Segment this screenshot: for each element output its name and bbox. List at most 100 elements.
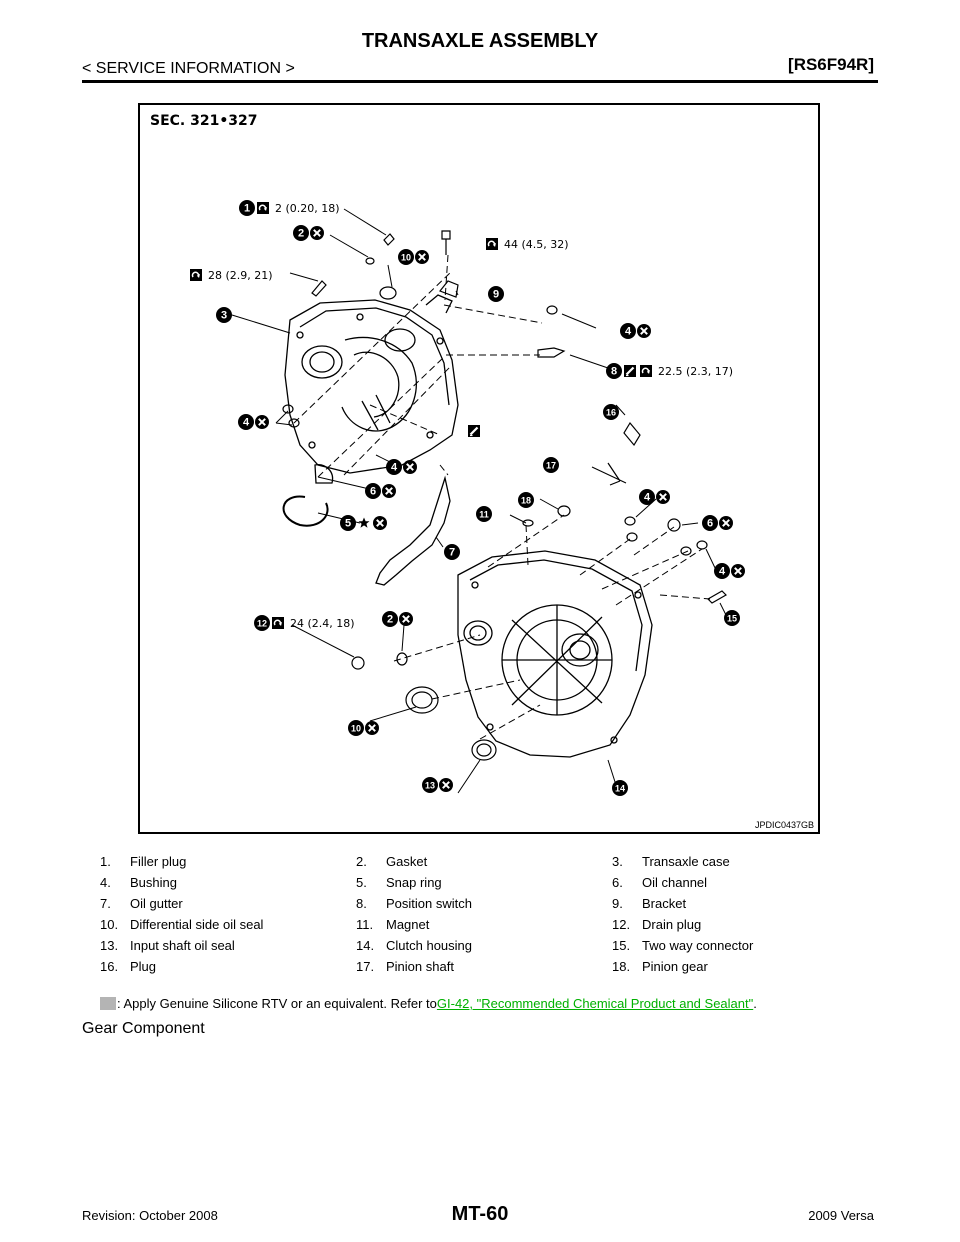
page-title: TRANSAXLE ASSEMBLY bbox=[361, 30, 599, 52]
discard-icon bbox=[372, 515, 388, 531]
callout-number-badge bbox=[518, 492, 534, 508]
legend-item-number: 2. bbox=[356, 854, 367, 869]
figure-section-label: SEC. 321•327 bbox=[150, 113, 258, 129]
callout: 5 bbox=[340, 515, 388, 531]
callout: 6 bbox=[702, 515, 734, 531]
callout-number: 11 bbox=[479, 510, 489, 520]
legend-item-number: 9. bbox=[612, 896, 623, 911]
callout-number-badge bbox=[382, 611, 398, 627]
legend-item-label: Two way connector bbox=[642, 938, 754, 953]
torque-icon bbox=[256, 201, 270, 215]
discard-icon bbox=[402, 459, 418, 475]
legend-item: 11.Magnet bbox=[356, 917, 612, 932]
callout: 7 bbox=[444, 544, 460, 560]
header-rule bbox=[82, 80, 878, 83]
legend-item-number: 18. bbox=[612, 959, 631, 974]
callout-number: 9 bbox=[493, 289, 499, 301]
discard-icon bbox=[414, 249, 430, 265]
legend-item: 14.Clutch housing bbox=[356, 938, 612, 953]
legend-item: 2.Gasket bbox=[356, 854, 612, 869]
legend-item-number: 15. bbox=[612, 938, 631, 953]
callout-number: 12 bbox=[257, 619, 267, 629]
legend-item-label: Pinion shaft bbox=[386, 959, 454, 974]
callout-number-badge bbox=[606, 363, 622, 379]
callout: 28 (2.9, 21) bbox=[189, 268, 273, 282]
callout-number: 2 bbox=[298, 228, 304, 240]
callout-number-badge bbox=[422, 777, 438, 793]
clutch-housing-drawing bbox=[457, 550, 653, 758]
callout-number: 2 bbox=[387, 614, 393, 626]
callout-number-badge bbox=[714, 563, 730, 579]
note-text: : Apply Genuine Silicone RTV or an equiv… bbox=[117, 996, 437, 1011]
snap-ring-drawing bbox=[282, 495, 329, 527]
legend-item-number: 1. bbox=[100, 854, 111, 869]
legend-item: 12.Drain plug bbox=[612, 917, 868, 932]
legend-item: 8.Position switch bbox=[356, 896, 612, 911]
figure-image-code: JPDIC0437GB bbox=[754, 820, 814, 830]
callout: 4 bbox=[714, 563, 746, 579]
legend-item-label: Oil channel bbox=[642, 875, 708, 890]
sealant-note: : Apply Genuine Silicone RTV or an equiv… bbox=[100, 996, 757, 1011]
callout: 4 bbox=[386, 459, 418, 475]
legend-item-number: 10. bbox=[100, 917, 119, 932]
legend-item: 7.Oil gutter bbox=[100, 896, 356, 911]
callout-number-badge bbox=[476, 506, 492, 522]
footer-revision: Revision: October 2008 bbox=[82, 1208, 218, 1223]
callout-number-badge bbox=[603, 404, 619, 420]
exploded-diagram: SEC. 321•327 bbox=[138, 103, 820, 834]
reference-link[interactable]: GI-42, "Recommended Chemical Product and… bbox=[436, 996, 754, 1011]
legend-item-label: Clutch housing bbox=[386, 938, 472, 953]
star-icon bbox=[358, 517, 370, 528]
legend-item-label: Oil gutter bbox=[130, 896, 183, 911]
page-number: MT-60 bbox=[451, 1203, 509, 1225]
callout-number-badge bbox=[254, 615, 270, 631]
callout: 4 bbox=[620, 323, 652, 339]
legend-item-label: Drain plug bbox=[642, 917, 702, 932]
legend-item-number: 17. bbox=[356, 959, 375, 974]
legend-item: 18.Pinion gear bbox=[612, 959, 868, 974]
callout-number: 8 bbox=[611, 366, 617, 378]
callout-number: 17 bbox=[546, 461, 556, 471]
legend-item: 4. Bushing bbox=[100, 875, 356, 890]
discard-icon bbox=[636, 323, 652, 339]
callout-number-badge bbox=[702, 515, 718, 531]
torque-spec: 2 (0.20, 18) bbox=[275, 202, 340, 215]
callout-number: 18 bbox=[521, 496, 531, 506]
note-suffix: . bbox=[753, 996, 757, 1011]
legend-item-label: Bushing bbox=[130, 875, 177, 890]
callout-number: 13 bbox=[425, 781, 435, 791]
section-label: < SERVICE INFORMATION > bbox=[82, 60, 295, 77]
callout-number-badge bbox=[488, 286, 504, 302]
legend-item-label: Snap ring bbox=[386, 875, 442, 890]
callout-number: 4 bbox=[644, 492, 651, 504]
callout-number-badge bbox=[365, 483, 381, 499]
legend-item-label: Bracket bbox=[642, 896, 687, 911]
callout: 15 bbox=[724, 610, 740, 626]
callout: 13 bbox=[422, 777, 454, 793]
torque-icon bbox=[639, 364, 653, 378]
legend-item-number: 4. bbox=[100, 875, 111, 890]
callout-number-badge bbox=[238, 414, 254, 430]
callout-number-badge bbox=[639, 489, 655, 505]
callout: 4 bbox=[639, 489, 671, 505]
legend-item: 17. Pinion shaft bbox=[356, 959, 612, 974]
callout-number: 3 bbox=[221, 310, 227, 322]
callout-number-badge bbox=[543, 457, 559, 473]
callout: 14 bbox=[612, 780, 628, 796]
legend-item-label: Input shaft oil seal bbox=[130, 938, 235, 953]
discard-icon bbox=[364, 720, 380, 736]
callout-number: 14 bbox=[615, 784, 625, 794]
legend-item: 16.Plug bbox=[100, 959, 356, 974]
discard-icon bbox=[381, 483, 397, 499]
callout-number-badge bbox=[239, 200, 255, 216]
callout-number: 5 bbox=[345, 518, 351, 530]
callout: 4 bbox=[238, 414, 270, 430]
callout bbox=[466, 423, 482, 439]
legend-item: 15. Two way connector bbox=[612, 938, 868, 953]
